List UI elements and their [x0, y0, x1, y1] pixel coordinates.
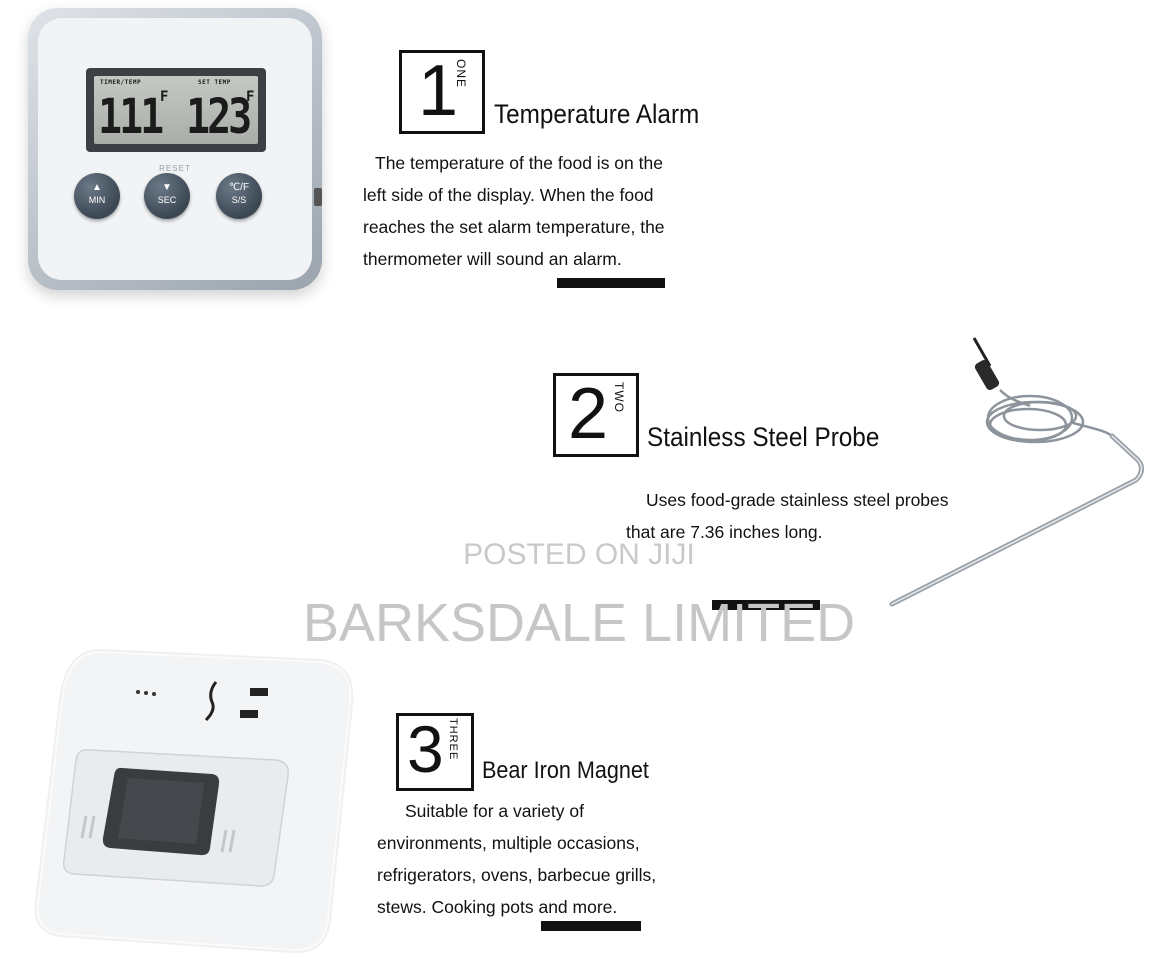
section-2-line: that are 7.36 inches long.: [626, 522, 823, 542]
watermark-line-2: BARKSDALE LIMITED: [302, 593, 856, 653]
section-3-line: Suitable for a variety of: [405, 801, 584, 821]
section-1-text: The temperature of the food is on the le…: [363, 147, 665, 275]
section-1-digit: 1: [418, 51, 459, 131]
section-3-digit: 3: [407, 712, 444, 786]
probe-rod-highlight: [891, 435, 1143, 605]
section-2-title: Stainless Steel Probe: [647, 422, 880, 452]
unit-toggle-icon: ℃/F: [228, 182, 250, 193]
magnet-back-image: [32, 646, 356, 956]
section-1-word: ONE: [454, 59, 468, 89]
section-2-word: TWO: [612, 382, 626, 413]
section-1-line: left side of the display. When the food: [363, 185, 654, 205]
section-3-text: Suitable for a variety of environments, …: [377, 795, 656, 923]
probe-cable: [985, 389, 1113, 444]
lcd-unit-right: F: [246, 89, 255, 105]
section-1-line: The temperature of the food is on the: [375, 153, 663, 173]
section-3-divider: [541, 921, 641, 931]
probe-plug: [974, 359, 1000, 391]
section-1-line: thermometer will sound an alarm.: [363, 249, 622, 269]
hook-slot-icon: [204, 681, 218, 722]
watermark-line-1: POSTED ON JIJI: [463, 538, 695, 571]
unit-button: ℃/F S/S: [216, 173, 262, 219]
thermometer-image: TIMER/TEMP SET TEMP 111 F 123 F RESET ▲ …: [28, 8, 322, 290]
switch-slot: [240, 710, 258, 718]
section-2-number-box: 2 TWO: [553, 373, 639, 457]
min-button-label: MIN: [88, 195, 106, 205]
section-2-divider: [712, 600, 820, 610]
lcd-unit-left: F: [160, 89, 169, 105]
dot: [136, 690, 140, 694]
lcd-value-left: 111: [98, 90, 164, 146]
min-button: ▲ MIN: [74, 173, 120, 219]
thermometer-face: TIMER/TEMP SET TEMP 111 F 123 F RESET ▲ …: [38, 18, 312, 280]
lcd-label-left: TIMER/TEMP: [100, 79, 142, 86]
clip: [80, 815, 96, 839]
section-3-word: THREE: [447, 718, 459, 761]
unit-button-label: S/S: [231, 195, 247, 205]
section-3-line: refrigerators, ovens, barbecue grills,: [377, 865, 657, 885]
down-arrow-icon: ▼: [162, 182, 172, 193]
up-arrow-icon: ▲: [92, 182, 102, 193]
sec-button: ▼ SEC: [144, 173, 190, 219]
switch-slot: [250, 688, 268, 696]
probe-jack: [314, 188, 322, 206]
reset-label: RESET: [159, 164, 191, 173]
section-3-number-box: 3 THREE: [396, 713, 474, 791]
section-3-line: stews. Cooking pots and more.: [377, 897, 618, 917]
section-3-line: environments, multiple occasions,: [377, 833, 640, 853]
section-3-title: Bear Iron Magnet: [482, 757, 649, 784]
sec-button-label: SEC: [157, 195, 177, 205]
section-1-divider: [557, 278, 665, 288]
lcd-display: TIMER/TEMP SET TEMP 111 F 123 F: [94, 76, 258, 146]
lcd-frame: TIMER/TEMP SET TEMP 111 F 123 F: [86, 68, 266, 152]
section-1-line: reaches the set alarm temperature, the: [363, 217, 665, 237]
section-2-digit: 2: [568, 374, 609, 454]
clip: [220, 829, 236, 853]
lcd-value-right: 123: [186, 90, 252, 146]
section-2-text: Uses food-grade stainless steel probes t…: [626, 484, 949, 548]
dot: [152, 692, 156, 696]
dot: [144, 691, 148, 695]
lcd-label-right: SET TEMP: [198, 79, 231, 86]
section-2-line: Uses food-grade stainless steel probes: [646, 490, 949, 510]
section-1-title: Temperature Alarm: [494, 99, 700, 129]
probe-tip-wire: [972, 337, 992, 367]
section-1-number-box: 1 ONE: [399, 50, 485, 134]
probe-image: [889, 337, 1144, 607]
